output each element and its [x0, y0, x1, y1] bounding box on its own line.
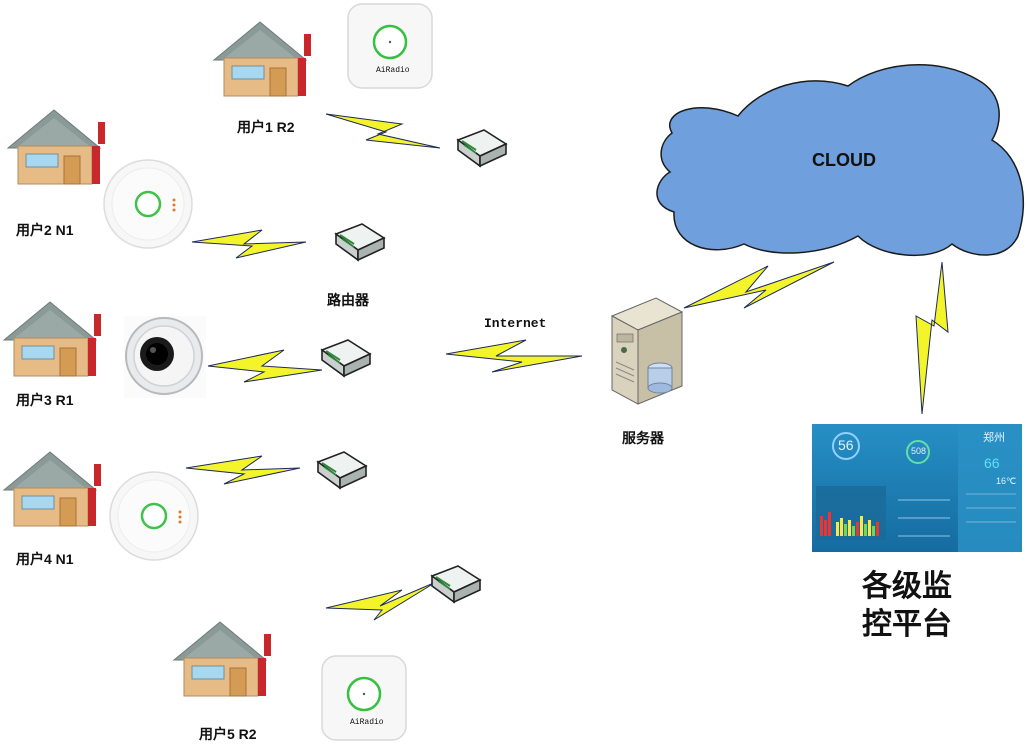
device-brand-user5: AiRadio — [350, 718, 384, 727]
lightning-bolt-user1 — [325, 113, 441, 149]
user-label-1: 用户1 R2 — [237, 119, 295, 135]
lightning-bolt-user2 — [191, 229, 307, 259]
user-label-4: 用户4 N1 — [16, 551, 74, 567]
device-brand-user1: AiRadio — [376, 66, 410, 75]
router-icon-user1 — [457, 129, 507, 167]
user-label-2: 用户2 N1 — [16, 222, 74, 238]
lightning-bolt-internet — [445, 339, 583, 373]
dashboard-screenshot — [812, 424, 1022, 552]
cloud-shape — [656, 64, 1025, 257]
router-icon-user5 — [431, 565, 481, 603]
house-icon-user2 — [7, 109, 106, 185]
user-label-5: 用户5 R2 — [199, 726, 257, 742]
lightning-bolt-server-cloud — [683, 261, 835, 309]
lightning-bolt-cloud-platform — [915, 261, 949, 415]
r2-detector-icon-user1 — [346, 2, 434, 90]
router-label: 路由器 — [327, 292, 369, 308]
cloud-label: CLOUD — [812, 150, 876, 170]
dashboard-value-c: 66 — [984, 455, 1000, 471]
house-icon-user4 — [3, 451, 102, 527]
platform-title-line1: 各级监 — [862, 569, 952, 604]
router-icon-user4 — [317, 451, 367, 489]
lightning-bolt-user3 — [207, 349, 323, 383]
server-label: 服务器 — [622, 430, 664, 446]
platform-title-line2: 控平台 — [862, 607, 952, 642]
lightning-bolt-user5 — [325, 581, 437, 621]
router-icon-user3 — [321, 339, 371, 377]
dashboard-city: 郑州 — [983, 431, 1005, 444]
user-label-3: 用户3 R1 — [16, 392, 74, 408]
dashboard-value-b: 508 — [911, 446, 927, 456]
dashboard-value-a: 56 — [838, 437, 854, 453]
house-icon-user1 — [213, 21, 312, 97]
internet-label: Internet — [484, 316, 547, 331]
lightning-bolt-user4 — [185, 455, 301, 485]
dashboard-temp: 16℃ — [996, 476, 1017, 486]
r1-detector-icon-user3 — [124, 316, 206, 398]
server-icon — [610, 297, 684, 405]
house-icon-user3 — [3, 301, 102, 377]
router-icon-user2 — [335, 223, 385, 261]
r2-detector-icon-user5 — [320, 654, 408, 742]
house-icon-user5 — [173, 621, 272, 697]
platform-title: 各级监 控平台 — [862, 568, 952, 644]
n1-detector-icon-user4 — [108, 470, 200, 562]
n1-detector-icon-user2 — [102, 158, 194, 250]
